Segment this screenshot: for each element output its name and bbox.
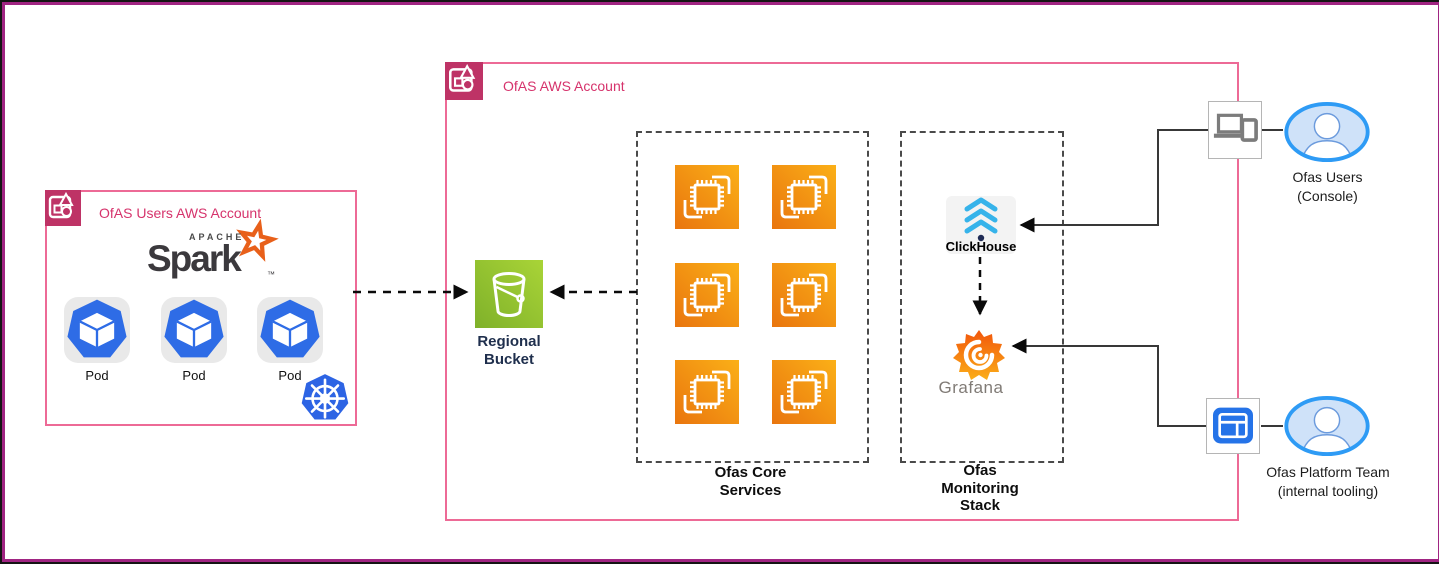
- spark-apache-text: APACHE: [189, 232, 245, 242]
- kubernetes-logo-icon: [301, 374, 349, 420]
- s3-bucket-icon: [475, 260, 543, 328]
- platform-team-label: Ofas Platform Team (internal tooling): [1266, 464, 1390, 499]
- core-services-label: Ofas Core Services: [714, 464, 787, 499]
- user-avatar-icon: [1284, 101, 1370, 163]
- spark-tm: ™: [267, 270, 275, 279]
- left-account-title: OfAS Users AWS Account: [99, 205, 262, 221]
- console-user-label: Ofas Users (Console): [1292, 169, 1363, 204]
- clickhouse-node: ClickHouse: [946, 196, 1016, 254]
- main-account-title: OfAS AWS Account: [503, 78, 625, 94]
- aws-account-icon: [445, 62, 483, 100]
- kubernetes-pod-icon: [257, 297, 323, 363]
- ec2-instance-icon: [675, 263, 739, 327]
- pod-label: Pod: [85, 368, 109, 383]
- user-avatar-icon: [1284, 395, 1370, 457]
- clickhouse-icon: [964, 197, 998, 242]
- kubernetes-pod-icon: [64, 297, 130, 363]
- ec2-instance-icon: [772, 360, 836, 424]
- ec2-instance-icon: [772, 165, 836, 229]
- grafana-label: Grafana: [938, 378, 1004, 397]
- dashboard-icon: [1213, 407, 1253, 444]
- clickhouse-label: ClickHouse: [945, 239, 1017, 254]
- monitoring-stack-label: Ofas Monitoring Stack: [941, 462, 1019, 515]
- spark-wordmark: Spark: [147, 238, 242, 279]
- monitoring-stack-region: [900, 131, 1064, 463]
- ofas-users-aws-account-box: OfAS Users AWS Account APACHE Spark ™ Po…: [45, 190, 357, 426]
- ec2-instance-icon: [675, 360, 739, 424]
- laptop-devices-icon: [1213, 113, 1258, 142]
- ec2-instance-icon: [675, 165, 739, 229]
- console-device-card: [1208, 101, 1262, 159]
- pod-label: Pod: [182, 368, 206, 383]
- platform-device-card: [1206, 398, 1260, 454]
- spark-star-icon: [236, 218, 279, 262]
- bucket-label: Regional Bucket: [477, 333, 541, 368]
- ec2-instance-icon: [772, 263, 836, 327]
- aws-account-icon: [45, 190, 81, 226]
- pod-label: Pod: [278, 368, 302, 383]
- apache-spark-logo: APACHE Spark ™: [145, 218, 285, 290]
- kubernetes-pod-icon: [161, 297, 227, 363]
- grafana-icon: [953, 330, 1005, 380]
- core-services-region: [636, 131, 869, 463]
